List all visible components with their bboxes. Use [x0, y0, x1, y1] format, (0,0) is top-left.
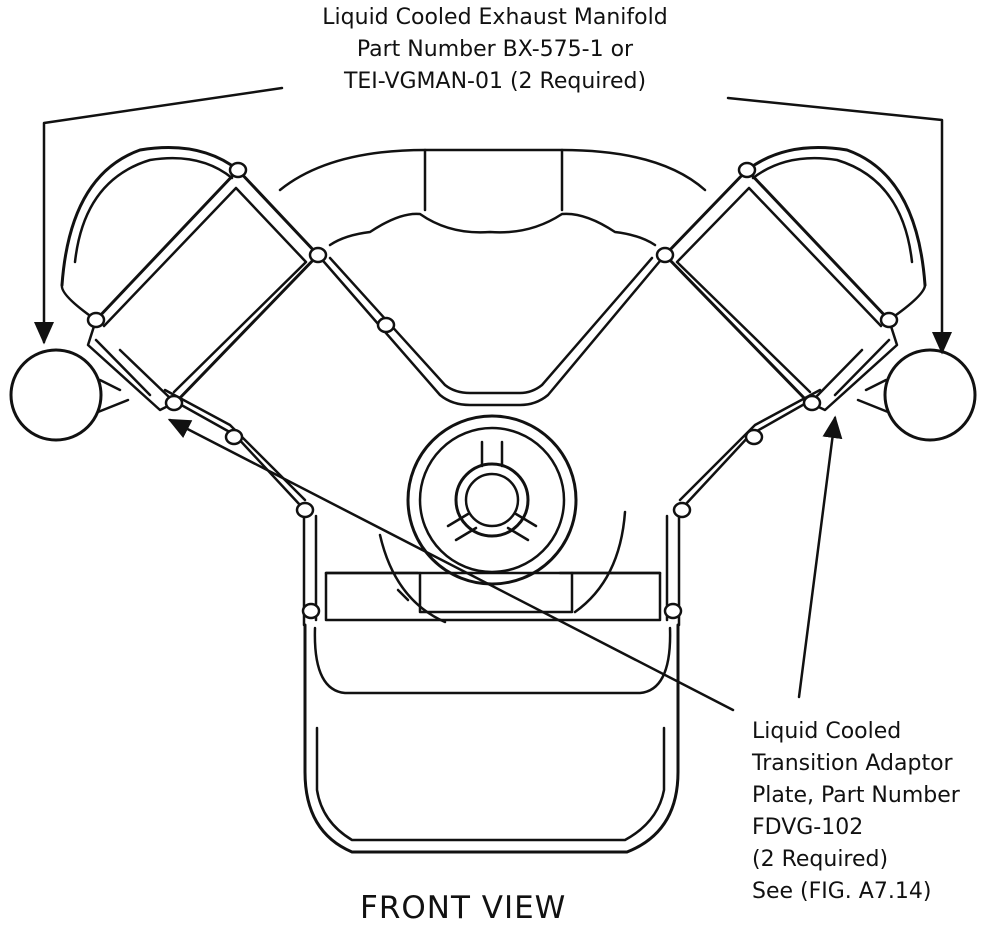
adaptor-callout: Liquid Cooled Transition Adaptor Plate, … — [752, 716, 960, 908]
engine-block-lower — [302, 510, 681, 627]
manifold-callout-line-1: Liquid Cooled Exhaust Manifold — [322, 5, 668, 30]
intake-valley — [278, 148, 707, 407]
manifold-leader-right — [726, 96, 952, 355]
adaptor-leader-left — [167, 418, 735, 712]
manifold-callout: Liquid Cooled Exhaust Manifold Part Numb… — [300, 2, 690, 98]
crankshaft-pulley — [378, 414, 627, 624]
manifold-callout-line-2: Part Number BX-575-1 or — [356, 37, 634, 62]
right-exhaust-manifold — [856, 348, 977, 442]
adaptor-callout-line-3: Plate, Part Number — [752, 783, 960, 808]
manifold-callout-line-3: TEI-VGMAN-01 (2 Required) — [343, 69, 647, 94]
adaptor-leader-right — [797, 415, 843, 699]
adaptor-callout-line-6: See (FIG. A7.14) — [752, 879, 932, 904]
bolt-heads — [86, 161, 899, 620]
oil-pan — [303, 623, 680, 854]
left-cylinder-head — [86, 318, 307, 514]
adaptor-callout-line-5: (2 Required) — [752, 847, 889, 872]
adaptor-callout-line-2: Transition Adaptor — [752, 751, 953, 776]
manifold-leader-left — [34, 86, 284, 345]
adaptor-callout-line-4: FDVG-102 — [752, 815, 864, 840]
left-exhaust-manifold — [9, 348, 130, 442]
left-valve-cover — [60, 146, 320, 404]
view-title: FRONT VIEW — [360, 890, 567, 926]
adaptor-callout-line-1: Liquid Cooled — [752, 719, 902, 744]
right-valve-cover — [663, 146, 927, 404]
right-cylinder-head — [677, 318, 899, 514]
